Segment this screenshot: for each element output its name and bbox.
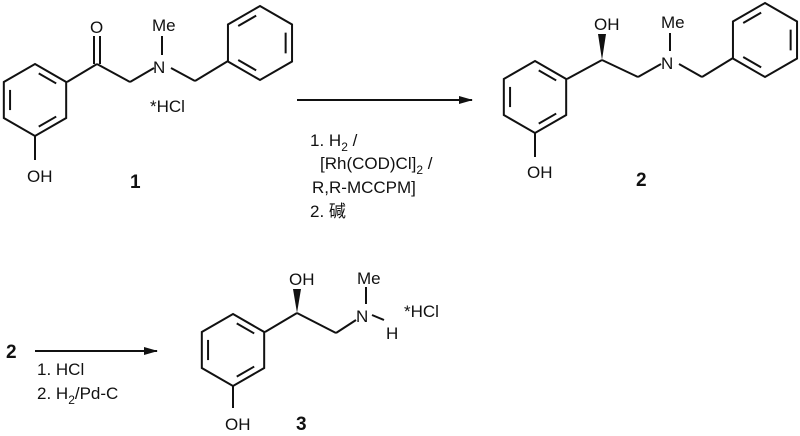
bond — [678, 63, 703, 78]
reagent-line-1: 1. HCl — [37, 360, 84, 379]
bond — [637, 63, 662, 78]
ring-double-bond — [38, 72, 57, 85]
reaction-step-1: 1. H2 / [Rh(COD)Cl]2 / R,R-MCCPM] 2. 碱 — [297, 96, 473, 221]
ring-double-bond — [742, 11, 762, 24]
ring-double-bond — [236, 322, 255, 335]
nitrogen: N — [661, 54, 673, 73]
bond — [335, 319, 357, 334]
bond — [170, 67, 196, 82]
amine-hydrogen: H — [386, 324, 398, 343]
methyl: Me — [152, 16, 176, 35]
ring-double-bond — [538, 69, 557, 82]
ring-outline — [226, 4, 294, 82]
reagent-line-2: 2. H2/Pd-C — [37, 384, 118, 407]
phenol-ring — [200, 312, 266, 388]
methyl: Me — [661, 13, 685, 32]
ring-outline — [502, 59, 568, 135]
ring-double-bond — [237, 59, 257, 72]
aryl-carbonyl-bond — [66, 63, 98, 83]
reaction-step-2: 2 1. HCl 2. H2/Pd-C — [6, 342, 158, 407]
benzyl-bond — [701, 57, 734, 78]
phenol-oh: OH — [225, 415, 251, 434]
hcl-salt: *HCl — [404, 302, 439, 321]
stereo-wedge — [293, 289, 301, 313]
hcl-salt: *HCl — [150, 97, 185, 116]
bond — [566, 59, 603, 80]
hydroxyl: OH — [594, 15, 620, 34]
phenol-ring — [502, 59, 568, 135]
benzyl-bond — [194, 60, 229, 82]
ring-outline — [731, 1, 799, 79]
benzyl-ring — [731, 1, 799, 79]
phenol-oh: OH — [527, 163, 553, 182]
ring-double-bond — [237, 14, 257, 27]
compound-label: 2 — [636, 170, 647, 191]
starting-compound-label: 2 — [6, 342, 17, 363]
benzyl-ring — [226, 4, 294, 82]
methyl: Me — [357, 269, 381, 288]
compound-3: OH OH N Me H *HCl 3 — [200, 269, 439, 435]
reagent-line-1: 1. H2 / — [310, 131, 358, 154]
compound-1: OH O N Me *HCl 1 — [2, 4, 294, 193]
ring-outline — [200, 312, 266, 388]
nitrogen: N — [153, 58, 165, 77]
reagent-line-4: 2. 碱 — [310, 202, 346, 221]
compound-2: OH OH N Me 2 — [502, 1, 799, 191]
compound-label: 3 — [296, 414, 307, 435]
phenol-oh: OH — [27, 167, 53, 186]
bond — [296, 312, 337, 334]
stereo-wedge — [598, 34, 606, 60]
n-h-bond — [371, 314, 385, 321]
ring-double-bond — [236, 365, 255, 378]
ring-double-bond — [38, 115, 57, 128]
ring-outline — [2, 62, 68, 138]
ring-double-bond — [742, 56, 762, 69]
bond — [264, 312, 298, 333]
nitrogen: N — [356, 307, 368, 326]
ring-double-bond — [538, 112, 557, 125]
carbonyl-oxygen: O — [90, 18, 103, 37]
bond — [601, 59, 639, 78]
bond — [129, 67, 155, 83]
reagent-line-2: [Rh(COD)Cl]2 / — [320, 154, 433, 177]
bond — [96, 63, 131, 83]
hydroxyl: OH — [289, 270, 315, 289]
phenol-ring — [2, 62, 68, 138]
compound-label: 1 — [130, 172, 141, 193]
reagent-line-3: R,R-MCCPM] — [312, 178, 416, 197]
